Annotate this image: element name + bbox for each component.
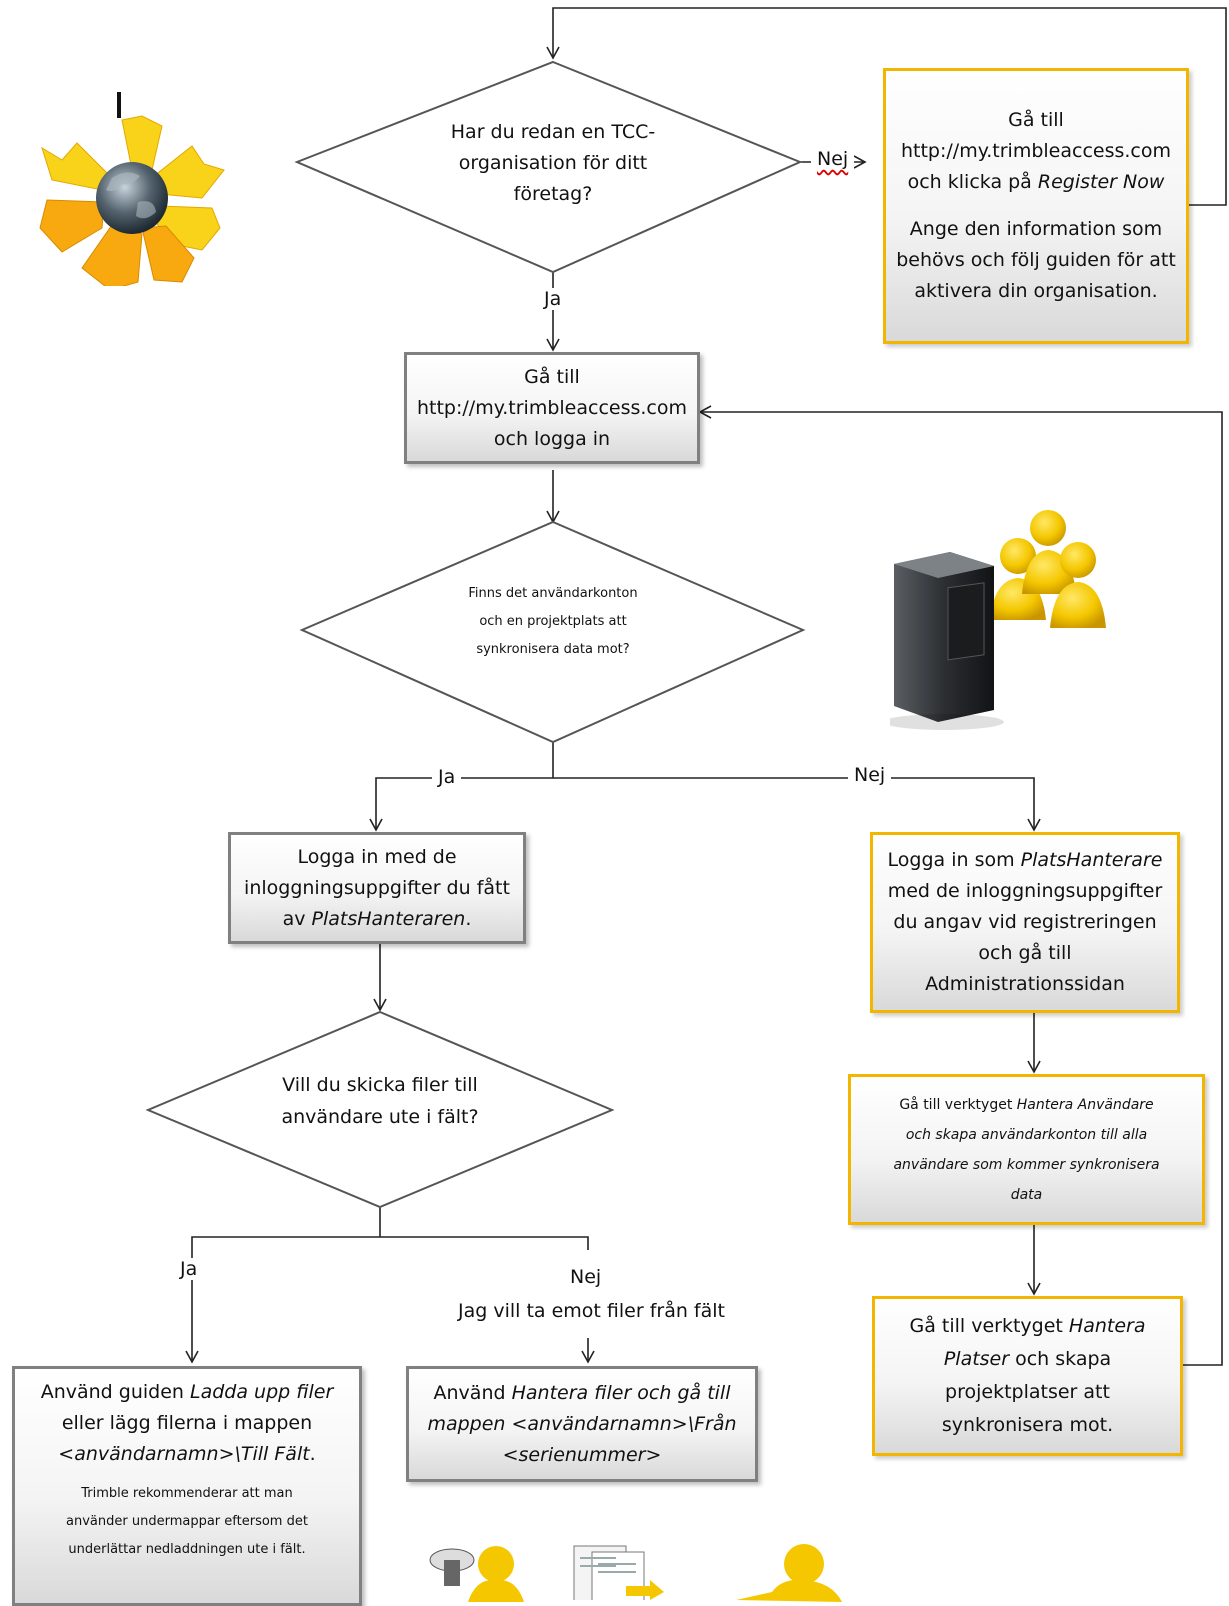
- decision-1-text: Har du redan en TCC- organisation för di…: [450, 120, 656, 205]
- admin-login-box: Logga in som PlatsHanterare med de inlog…: [870, 832, 1180, 1013]
- server-users-icon: [890, 510, 1106, 730]
- register-organisation-box: Gå till http://my.trimbleaccess.com och …: [883, 68, 1189, 344]
- receive-files-box: Använd Hantera filer och gå till mappen …: [406, 1366, 758, 1482]
- label-nej-3: Nej: [564, 1266, 608, 1288]
- decision-diamond-2: [299, 520, 806, 744]
- label-nej-2: Nej: [848, 764, 892, 786]
- decision-2-text: Finns det användarkonton och en projektp…: [468, 586, 638, 657]
- device-user-icon: [429, 1546, 524, 1602]
- user-login-box: Logga in med de inloggningsuppgifter du …: [228, 832, 526, 944]
- label-ja-3: Ja: [174, 1258, 204, 1280]
- upload-files-box: Använd guiden Ladda upp filer eller lägg…: [12, 1366, 362, 1606]
- label-nej-3-sub: Jag vill ta emot filer från fält: [452, 1300, 731, 1322]
- manage-sites-box: Gå till verktyget Hantera Platser och sk…: [872, 1296, 1183, 1456]
- documents-icon: [573, 1545, 664, 1600]
- label-ja-1: Ja: [538, 288, 568, 310]
- label-nej-1: Nej: [811, 148, 855, 170]
- login-box: Gå till http://my.trimbleaccess.com och …: [404, 352, 700, 464]
- label-ja-2: Ja: [432, 766, 462, 788]
- globe-arrows-icon: [39, 92, 225, 286]
- decision-diamond-3: [145, 1010, 615, 1209]
- user-icon: [736, 1544, 842, 1602]
- decision-3-text: Vill du skicka filer till användare ute …: [281, 1074, 479, 1128]
- decision-diamond-1: [294, 60, 803, 274]
- manage-users-box: Gå till verktyget Hantera Användare och …: [848, 1074, 1205, 1225]
